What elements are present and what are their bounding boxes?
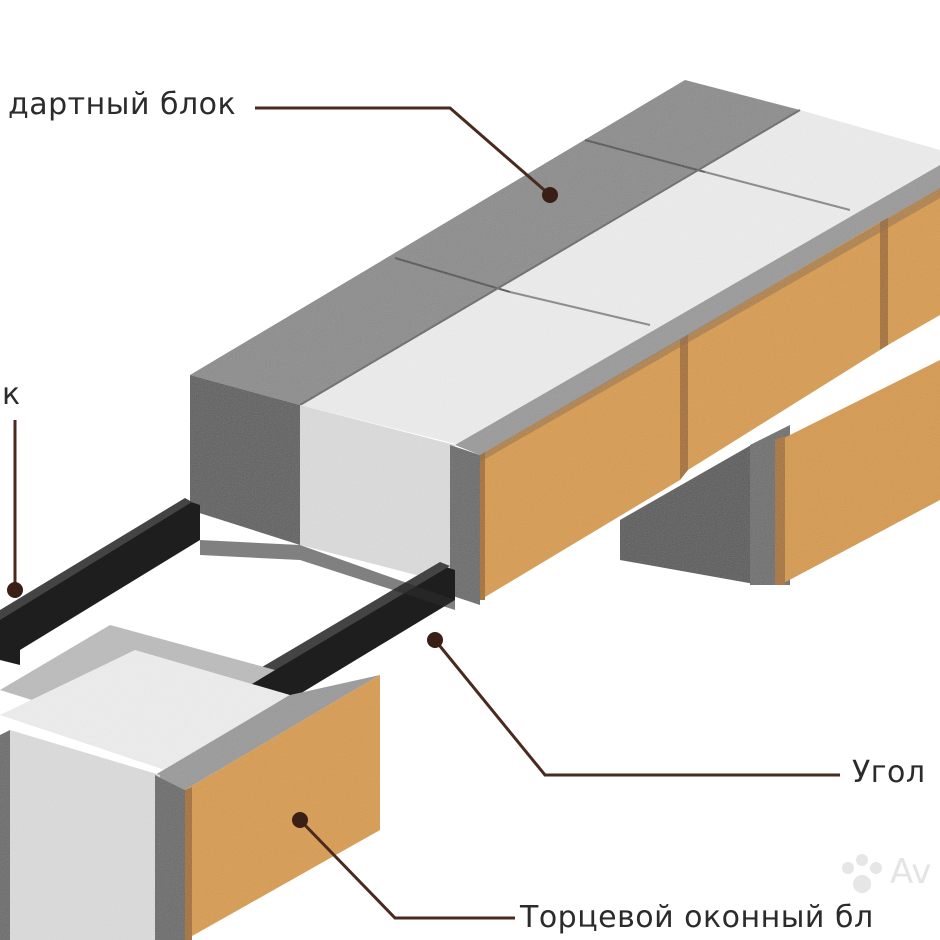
block-joint bbox=[394, 257, 511, 293]
end-block-dark-side bbox=[0, 730, 10, 940]
block-joint bbox=[299, 109, 801, 406]
end-block-front bbox=[10, 730, 160, 940]
label-standard-block: дартный блок bbox=[8, 87, 237, 122]
end-block-brick bbox=[185, 675, 380, 940]
leader-dots bbox=[7, 187, 558, 828]
watermark-text: Av bbox=[890, 852, 932, 892]
label-angle: Угол bbox=[852, 755, 926, 790]
steel-angles bbox=[0, 498, 455, 725]
facing-brick bbox=[480, 340, 680, 600]
leader-end-block bbox=[298, 818, 515, 920]
facing-brick-joint bbox=[680, 335, 688, 480]
end-block-backing bbox=[155, 675, 380, 790]
lower-brick-edge bbox=[775, 436, 785, 585]
facing-brick-edge bbox=[480, 452, 485, 600]
leader-lines bbox=[13, 106, 840, 920]
upper-wall bbox=[190, 80, 940, 605]
facing-brick-joint bbox=[880, 218, 888, 350]
steel-angle-left bbox=[0, 500, 200, 665]
backing-top bbox=[455, 165, 940, 455]
end-block-side bbox=[155, 775, 185, 940]
label-end-window-block: Торцевой оконный бл bbox=[520, 900, 874, 935]
steel-angle-left-top bbox=[0, 498, 192, 620]
block-joint bbox=[509, 291, 651, 326]
light-block-front bbox=[300, 405, 455, 585]
end-block-top bbox=[0, 650, 290, 770]
leader-dot bbox=[427, 632, 443, 648]
leader-dot bbox=[542, 187, 558, 203]
label-left-fragment: к bbox=[2, 377, 21, 412]
watermark-icon bbox=[842, 854, 882, 893]
lower-brick-row bbox=[620, 360, 940, 585]
steel-angle-right-top bbox=[240, 562, 450, 688]
leader-angle bbox=[433, 639, 840, 777]
end-window-block bbox=[0, 625, 380, 940]
steel-shadow bbox=[200, 540, 455, 610]
brick-top-edge bbox=[480, 188, 940, 462]
backing-side bbox=[450, 445, 480, 605]
upper-brick-row bbox=[480, 188, 940, 600]
lower-brick bbox=[780, 360, 940, 585]
leader-dot bbox=[292, 812, 308, 828]
gray-block-top bbox=[190, 80, 800, 405]
leader-dot bbox=[7, 582, 23, 598]
end-block-brick-edge bbox=[185, 787, 192, 940]
facing-brick bbox=[688, 222, 880, 470]
block-joint bbox=[584, 139, 706, 173]
facing-brick bbox=[888, 188, 940, 345]
block-joint bbox=[704, 171, 851, 211]
leader-standard-block bbox=[255, 106, 551, 197]
gray-block-front bbox=[190, 375, 300, 545]
light-block-top bbox=[300, 110, 940, 445]
steel-angle-right bbox=[240, 565, 455, 725]
inner-gray-face bbox=[620, 440, 760, 585]
